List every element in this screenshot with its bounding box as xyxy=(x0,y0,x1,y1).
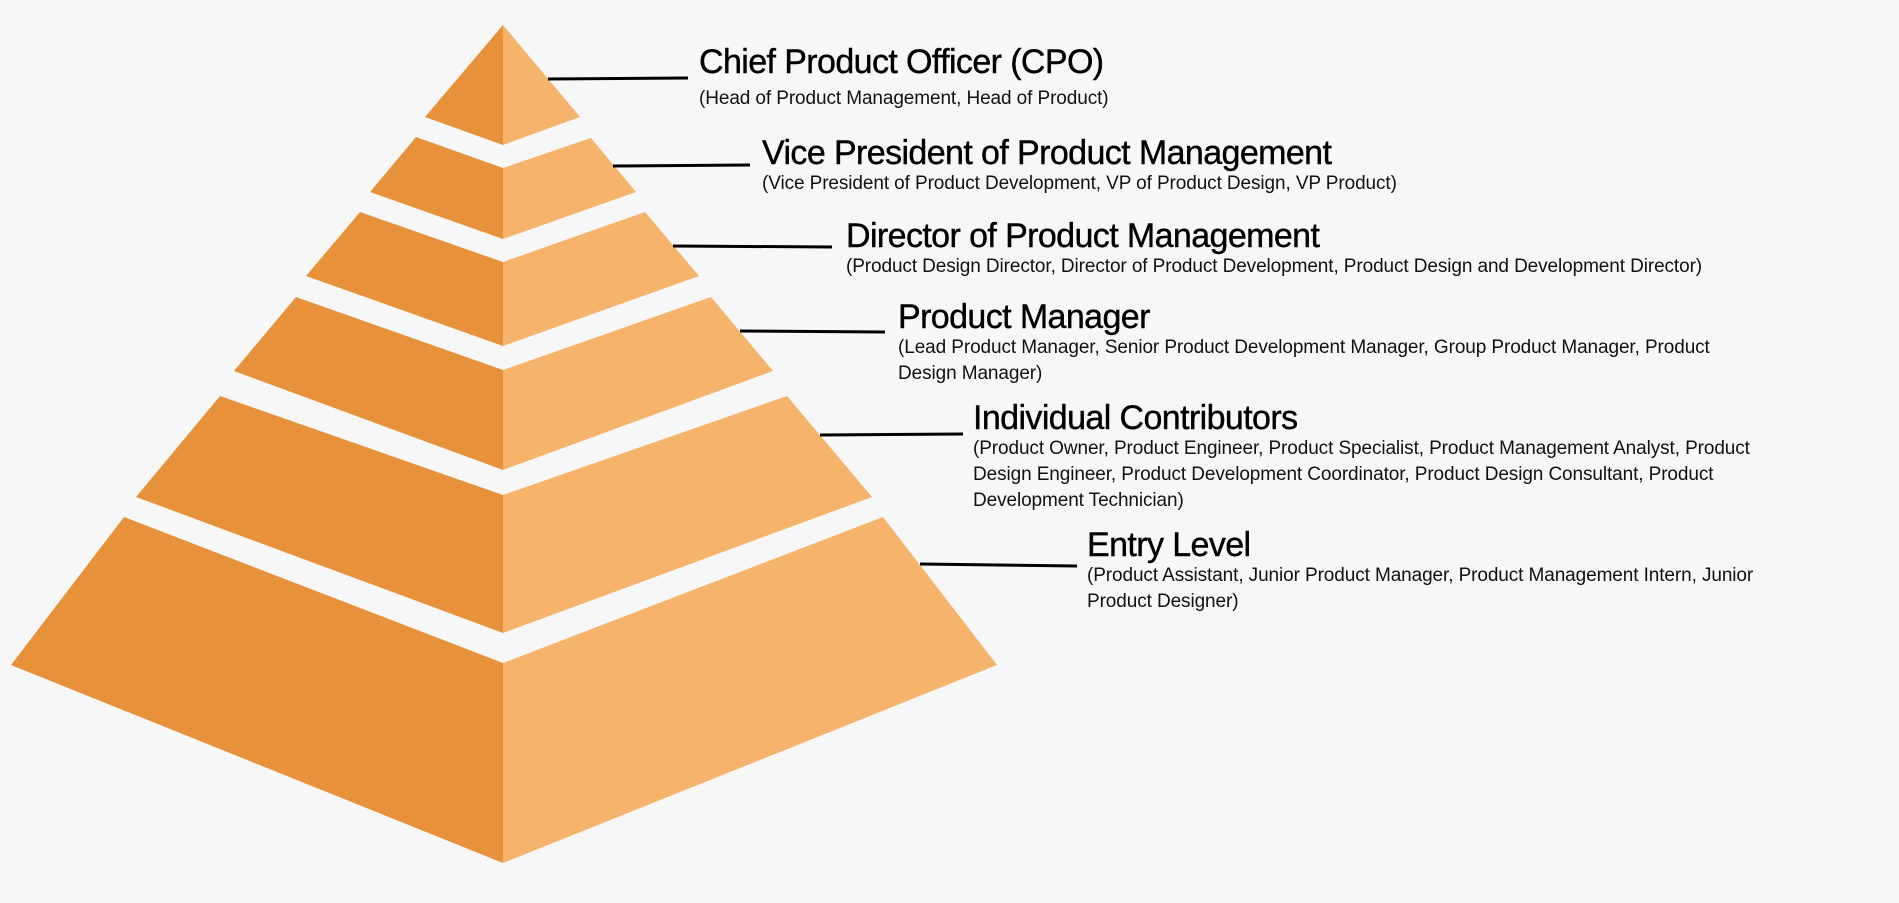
tier-subtitle-line-2: Product Designer) xyxy=(1087,591,1239,612)
pyramid-tier-product-manager xyxy=(234,297,773,470)
tier-subtitle: (Vice President of Product Development, … xyxy=(762,173,1397,194)
tier-left-face xyxy=(136,396,503,633)
tier-right-face xyxy=(503,396,872,633)
tier-subtitle-line-2: Design Engineer, Product Development Coo… xyxy=(973,464,1714,485)
tier-right-face xyxy=(503,138,636,239)
tier-left-face xyxy=(234,297,503,470)
tier-label-entry-level: Entry Level (Product Assistant, Junior P… xyxy=(1087,527,1753,615)
tier-right-face xyxy=(503,517,997,863)
leader-line-entry-level xyxy=(919,562,1078,568)
tier-title: Director of Product Management xyxy=(846,217,1320,255)
tier-subtitle-line-1: (Lead Product Manager, Senior Product De… xyxy=(898,337,1710,358)
tier-title: Chief Product Officer (CPO) xyxy=(699,43,1105,81)
pyramid-tier-director xyxy=(306,212,699,346)
tier-title: Individual Contributors xyxy=(973,399,1298,437)
tier-title: Entry Level xyxy=(1087,526,1251,564)
tier-label-cpo: Chief Product Officer (CPO) (Head of Pro… xyxy=(699,44,1109,112)
tier-subtitle: (Head of Product Management, Head of Pro… xyxy=(699,88,1109,109)
leader-line-cpo xyxy=(547,76,689,81)
tier-subtitle-line-3: Development Technician) xyxy=(973,490,1184,511)
tier-left-face xyxy=(425,25,503,145)
pyramid-tier-entry-level xyxy=(11,517,997,863)
tier-left-face xyxy=(370,137,503,239)
tier-left-face xyxy=(11,517,503,863)
tier-subtitle: (Product Design Director, Director of Pr… xyxy=(846,256,1703,277)
tier-label-vp: Vice President of Product Management (Vi… xyxy=(762,135,1397,197)
tier-title: Product Manager xyxy=(898,298,1151,336)
tier-label-individual-contributors: Individual Contributors (Product Owner, … xyxy=(973,400,1750,514)
leader-line-vp xyxy=(612,163,751,168)
pyramid-tier-individual-contributors xyxy=(136,396,872,633)
pyramid-tier-vp xyxy=(370,137,636,239)
leader-line-individual-contributors xyxy=(819,432,964,437)
tier-left-face xyxy=(306,212,503,346)
tier-right-face xyxy=(503,212,699,346)
tier-label-product-manager: Product Manager (Lead Product Manager, S… xyxy=(898,299,1710,387)
pyramid-tier-cpo xyxy=(425,25,580,145)
tier-label-director: Director of Product Management (Product … xyxy=(846,218,1702,280)
tier-right-face xyxy=(503,297,773,470)
leader-line-director xyxy=(672,244,833,249)
leader-line-product-manager xyxy=(739,329,886,334)
tier-right-face xyxy=(503,25,580,145)
tier-subtitle-line-2: Design Manager) xyxy=(898,363,1043,384)
tier-title: Vice President of Product Management xyxy=(762,134,1332,172)
tier-subtitle-line-1: (Product Assistant, Junior Product Manag… xyxy=(1087,565,1754,586)
tier-subtitle-line-1: (Product Owner, Product Engineer, Produc… xyxy=(973,438,1750,459)
